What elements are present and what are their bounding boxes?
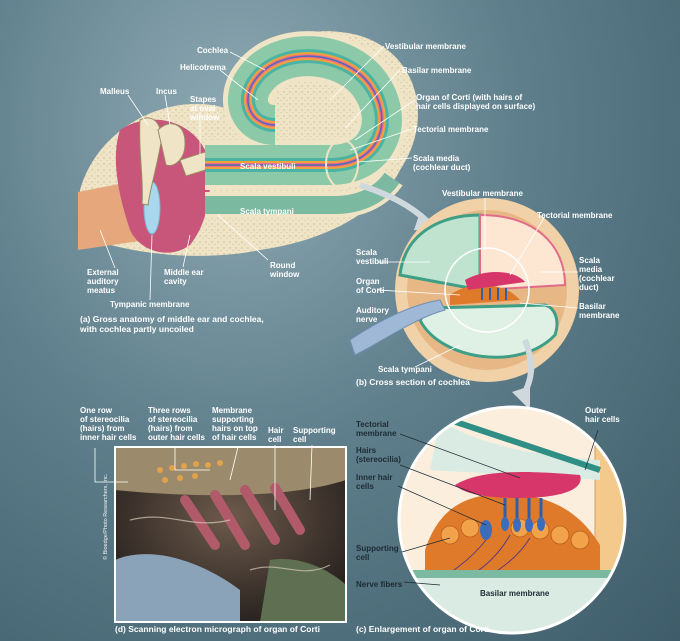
label-scala-tympani-a: Scala tympani	[240, 207, 294, 216]
panel-a-art	[78, 31, 438, 301]
panel-a-leaders	[99, 45, 416, 301]
label-scala-vestibuli-b: Scala vestibuli	[356, 248, 389, 266]
tectorial-membrane-c	[455, 472, 581, 498]
label-external-meatus: External auditory meatus	[87, 268, 119, 295]
caption-d: (d) Scanning electron micrograph of orga…	[115, 624, 320, 634]
label-tympanic-membrane: Tympanic membrane	[110, 300, 190, 309]
label-scala-tympani-b: Scala tympani	[378, 365, 432, 374]
label-tectorial-membrane-a: Tectorial membrane	[413, 125, 489, 134]
label-nerve-fibers: Nerve fibers	[356, 580, 403, 589]
label-supporting-cell-d: Supporting cell	[293, 426, 336, 444]
panel-c-leaders	[397, 429, 599, 586]
label-incus: Incus	[156, 87, 177, 96]
middle-ear-cavity	[115, 119, 210, 253]
label-middle-ear-cavity: Middle ear cavity	[164, 268, 204, 286]
label-inner-hair-cells: Inner hair cells	[356, 473, 393, 491]
malleus	[139, 117, 162, 206]
scala-tympani-b	[418, 303, 559, 359]
magnifier-circle-icon	[444, 247, 530, 333]
label-basilar-membrane-b: Basilar membrane	[579, 302, 620, 320]
label-organ-of-corti-a: Organ of Corti (with hairs of hair cells…	[416, 93, 536, 111]
label-round-window: Round window	[270, 261, 300, 279]
scala-media-b	[479, 213, 567, 292]
label-membrane-supporting: Membrane supporting hairs on top of hair…	[212, 406, 258, 442]
label-three-rows-stereocilia: Three rows of stereocilia (hairs) from o…	[148, 406, 205, 442]
caption-c: (c) Enlargement of organ of Corti	[356, 624, 490, 634]
panel-b-leaders	[377, 198, 579, 368]
panel-c-art	[397, 405, 627, 635]
caption-b: (b) Cross section of cochlea	[356, 377, 470, 387]
tectorial-membrane-b	[465, 271, 525, 290]
label-malleus: Malleus	[100, 87, 130, 96]
label-basilar-membrane-c: Basilar membrane	[480, 589, 550, 598]
section-marker	[325, 139, 359, 189]
label-hair-cell: Hair cell	[268, 426, 284, 444]
label-vestibular-membrane-b: Vestibular membrane	[442, 189, 523, 198]
label-cochlea: Cochlea	[197, 46, 229, 55]
panel-d-art	[94, 444, 347, 623]
label-stapes: Stapes at oval window	[190, 95, 220, 122]
label-vestibular-membrane-a: Vestibular membrane	[385, 42, 466, 51]
photo-credit: © Bioedge/Photo Researchers, Inc.	[103, 473, 109, 560]
panel-d-leaders	[94, 444, 313, 510]
label-tectorial-membrane-c: Tectorial membrane	[356, 420, 397, 438]
label-auditory-nerve: Auditory nerve	[356, 306, 389, 324]
label-supporting-cell-c: Supporting cell	[356, 544, 399, 562]
label-helicotrema: Helicotrema	[180, 63, 226, 72]
label-scala-media-b: Scala media (cochlear duct)	[579, 256, 615, 292]
label-one-row-stereocilia: One row of stereocilia (hairs) from inne…	[80, 406, 137, 442]
label-tectorial-membrane-b: Tectorial membrane	[537, 211, 613, 220]
label-organ-of-corti-b: Organ of Corti	[356, 277, 385, 295]
label-scala-vestibuli-a: Scala vestibuli	[240, 162, 296, 171]
organ-of-corti-b	[450, 284, 520, 305]
cochlea-coil	[205, 31, 407, 218]
auditory-nerve-b	[349, 299, 446, 356]
label-basilar-membrane-a: Basilar membrane	[402, 66, 472, 75]
label-hairs-stereocilia: Hairs (stereocilia)	[356, 446, 401, 464]
label-scala-media-a: Scala media (cochlear duct)	[413, 154, 471, 172]
label-outer-hair-cells: Outer hair cells	[585, 406, 620, 424]
caption-a: (a) Gross anatomy of middle ear and coch…	[80, 314, 264, 334]
panel-b-art	[349, 198, 579, 410]
